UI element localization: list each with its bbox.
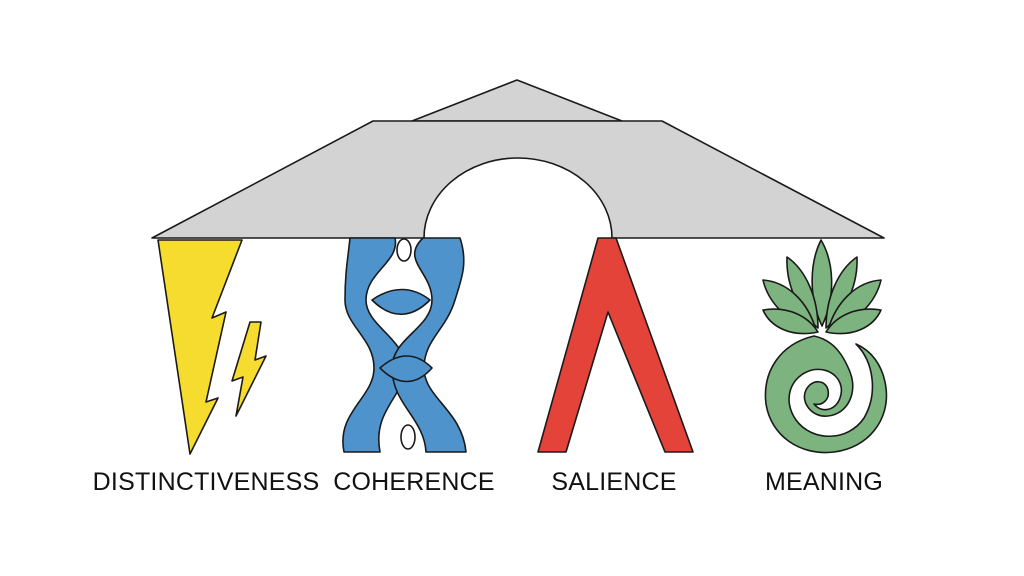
label-distinctiveness: DISTINCTIVENESS [93, 468, 320, 496]
roof-peak [411, 79, 623, 122]
label-meaning: MEANING [765, 468, 883, 496]
braid-gap-bottom [400, 424, 416, 450]
twisted-braid-icon [342, 237, 467, 453]
roof-arch [151, 79, 885, 239]
label-salience: SALIENCE [551, 468, 676, 496]
lightning-bolt-small [231, 321, 267, 417]
roof-body [151, 120, 885, 239]
lambda-pillar-icon [537, 237, 694, 453]
lightning-bolt-large [157, 239, 243, 455]
lotus-spiral-icon [762, 239, 888, 454]
spiral-body [764, 335, 888, 454]
braid-gap-top [396, 238, 412, 262]
pillar-labels: DISTINCTIVENESS COHERENCE SALIENCE MEANI… [93, 468, 883, 496]
braid-strand-left [342, 237, 406, 453]
label-coherence: COHERENCE [333, 468, 495, 496]
braid-strand-right [391, 237, 467, 453]
lightning-icon [157, 239, 267, 455]
braid-twist-center [371, 288, 433, 383]
lotus-leaf-left [762, 308, 819, 335]
lambda-shape [537, 237, 694, 453]
lotus-leaf-right [825, 308, 882, 335]
